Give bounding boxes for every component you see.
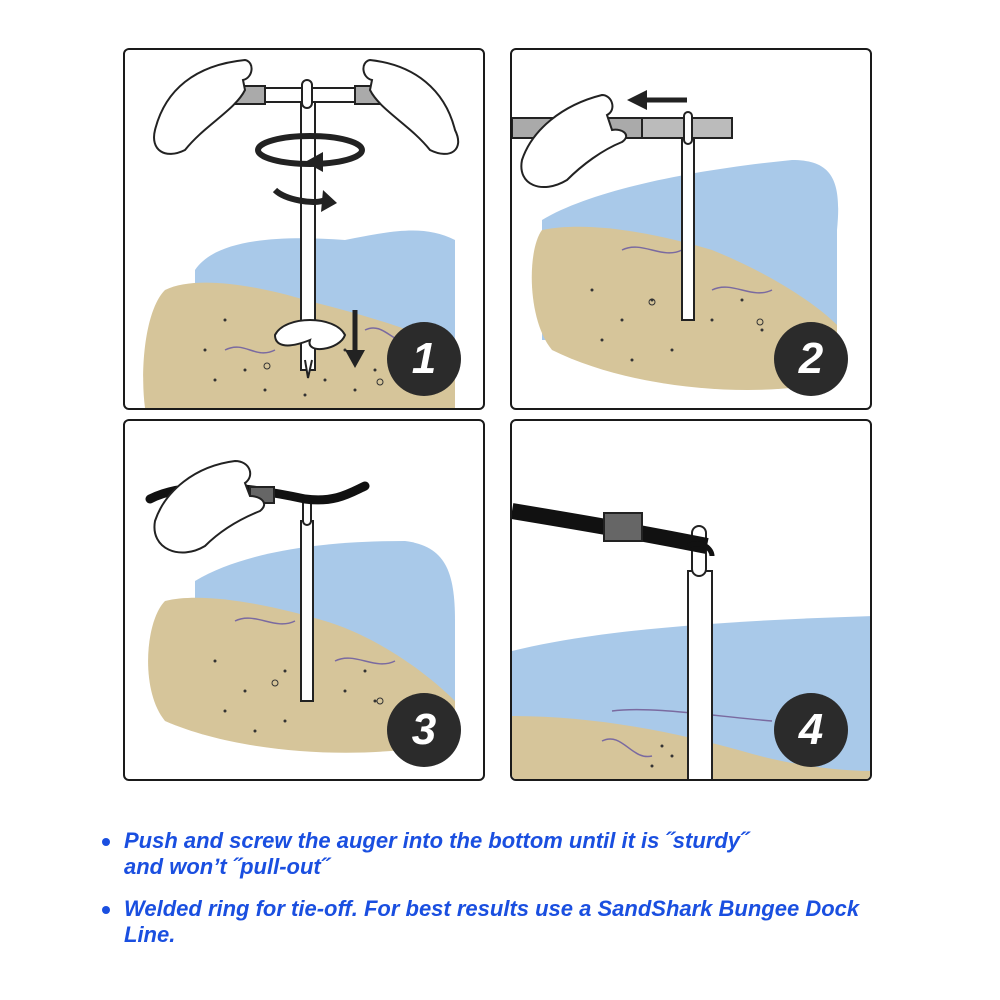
sand-shape [143, 282, 455, 408]
step-1-panel: 1 [123, 48, 485, 410]
step-number-badge: 2 [774, 322, 848, 396]
step-2-illustration [512, 90, 839, 390]
auger-helix [273, 319, 347, 351]
note-line: and wonʼt ˝pull-out˝ [124, 854, 329, 879]
step-2-panel: 2 [510, 48, 872, 410]
step-1-illustration [143, 58, 460, 408]
note-item: Push and screw the auger into the bottom… [100, 828, 960, 880]
note-line: Welded ring for tie-off. For best result… [124, 896, 860, 921]
step-3-panel: 3 [123, 419, 485, 781]
step-number-badge: 1 [387, 322, 461, 396]
right-hand [362, 58, 460, 155]
sand-specks [213, 659, 384, 733]
rotation-arrow-icon [272, 187, 327, 205]
bullet-icon [102, 906, 110, 914]
note-item: Welded ring for tie-off. For best result… [100, 896, 960, 948]
note-line: Line. [124, 922, 176, 947]
hand [520, 93, 628, 189]
hand [153, 459, 266, 554]
note-line: Push and screw the auger into the bottom… [124, 828, 748, 853]
left-hand [153, 58, 253, 155]
step-4-panel: 4 [510, 419, 872, 781]
step-number-badge: 3 [387, 693, 461, 767]
step-number-badge: 4 [774, 693, 848, 767]
auger-shaft [681, 129, 695, 321]
bullet-icon [102, 838, 110, 846]
instruction-notes: Push and screw the auger into the bottom… [100, 828, 960, 964]
step-3-illustration [145, 459, 455, 753]
sand-specks [590, 288, 764, 362]
sand-specks [203, 318, 384, 397]
auger-shaft [300, 520, 314, 702]
auger-shaft [687, 570, 713, 779]
